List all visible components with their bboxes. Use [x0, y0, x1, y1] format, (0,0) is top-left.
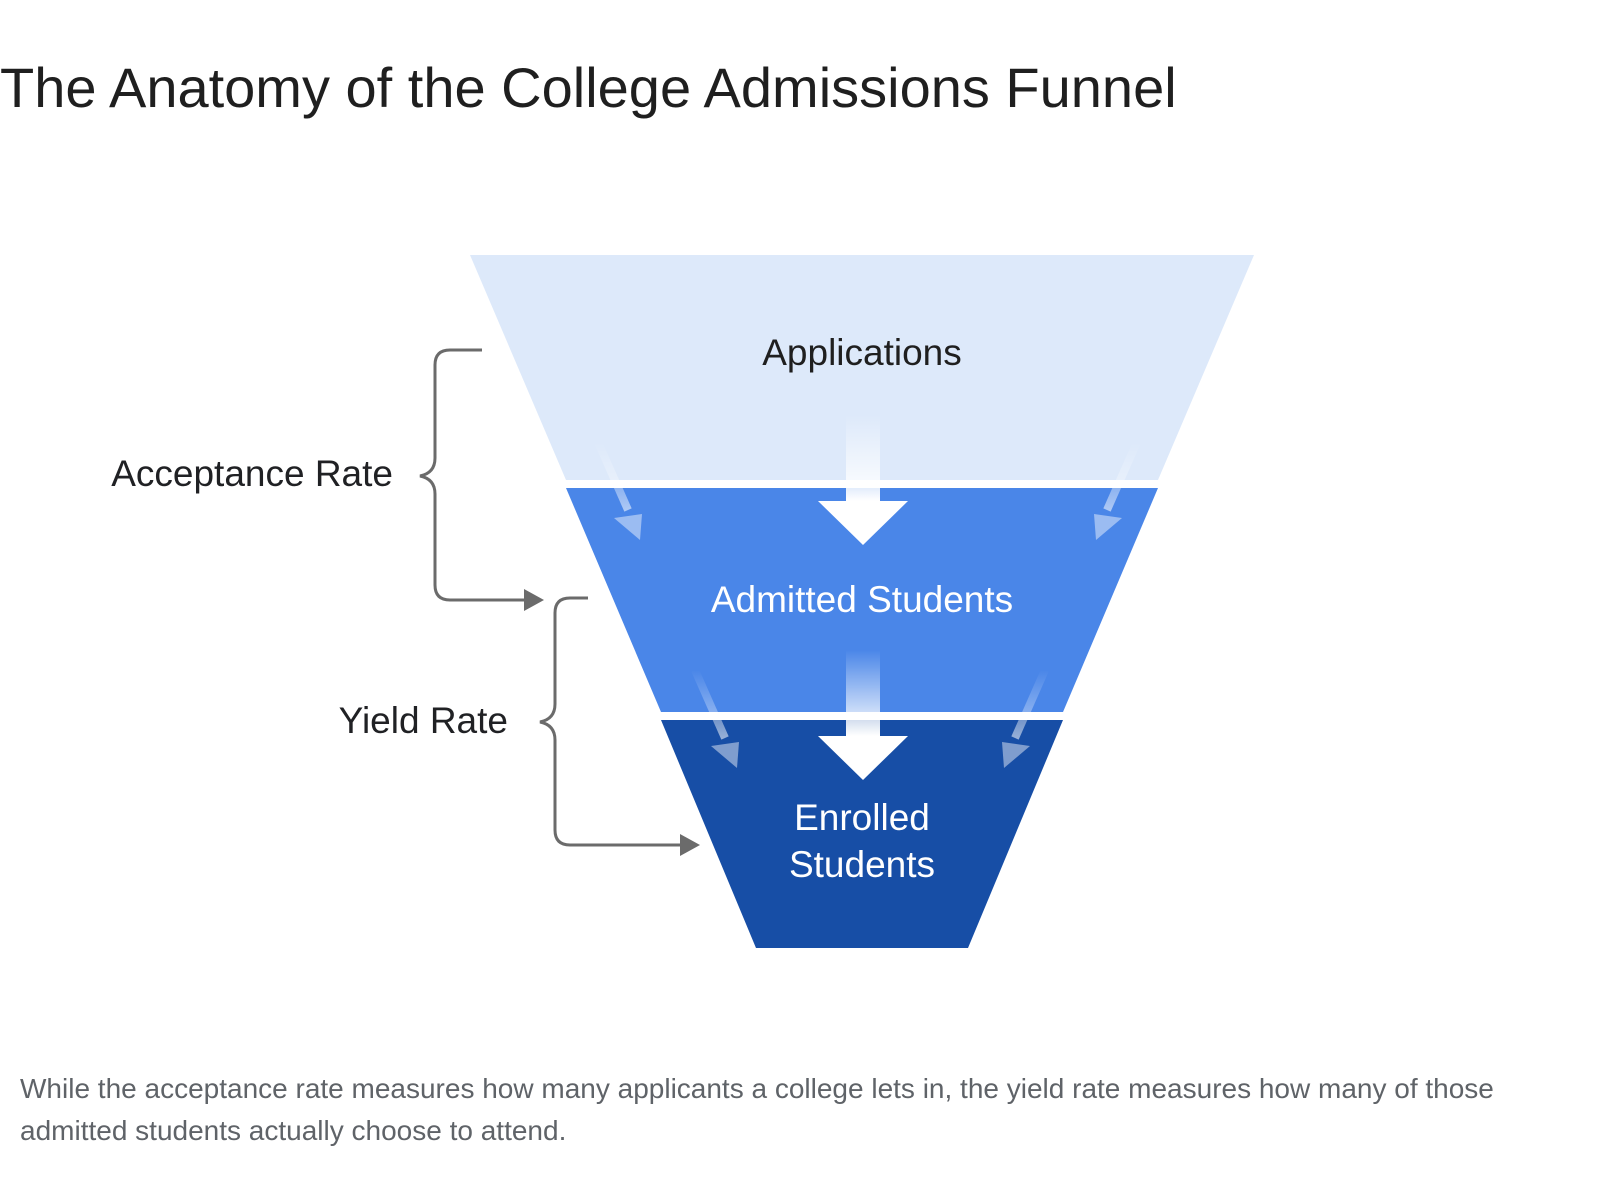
diagonal-arrow-icon — [1094, 440, 1141, 540]
yield-rate-bracket: Yield Rate — [339, 596, 700, 856]
funnel-stage-admitted — [566, 488, 1158, 712]
down-arrow-icon — [818, 650, 908, 780]
yield-rate-label: Yield Rate — [339, 700, 508, 741]
funnel-stage-applications — [470, 255, 1254, 480]
stage-label-enrolled-line2: Students — [789, 844, 935, 885]
down-arrow-icon — [818, 415, 908, 545]
bracket-arrow-icon — [524, 589, 544, 611]
acceptance-rate-label: Acceptance Rate — [111, 453, 393, 494]
stage-label-admitted: Admitted Students — [711, 579, 1013, 620]
diagonal-arrow-icon — [1002, 668, 1049, 768]
bracket-arrow-icon — [680, 834, 700, 856]
acceptance-rate-bracket: Acceptance Rate — [111, 348, 544, 611]
diagonal-arrow-icon — [691, 668, 739, 768]
flow-arrows — [594, 415, 1141, 780]
caption: While the acceptance rate measures how m… — [20, 1073, 1494, 1146]
stage-label-applications: Applications — [762, 332, 962, 373]
diagonal-arrow-icon — [594, 440, 642, 540]
page-title: The Anatomy of the College Admissions Fu… — [0, 56, 1177, 119]
stage-label-enrolled: Enrolled — [794, 797, 930, 838]
bracket-line — [539, 596, 684, 847]
funnel-stage-enrolled — [661, 720, 1063, 948]
bracket-line — [419, 348, 528, 602]
